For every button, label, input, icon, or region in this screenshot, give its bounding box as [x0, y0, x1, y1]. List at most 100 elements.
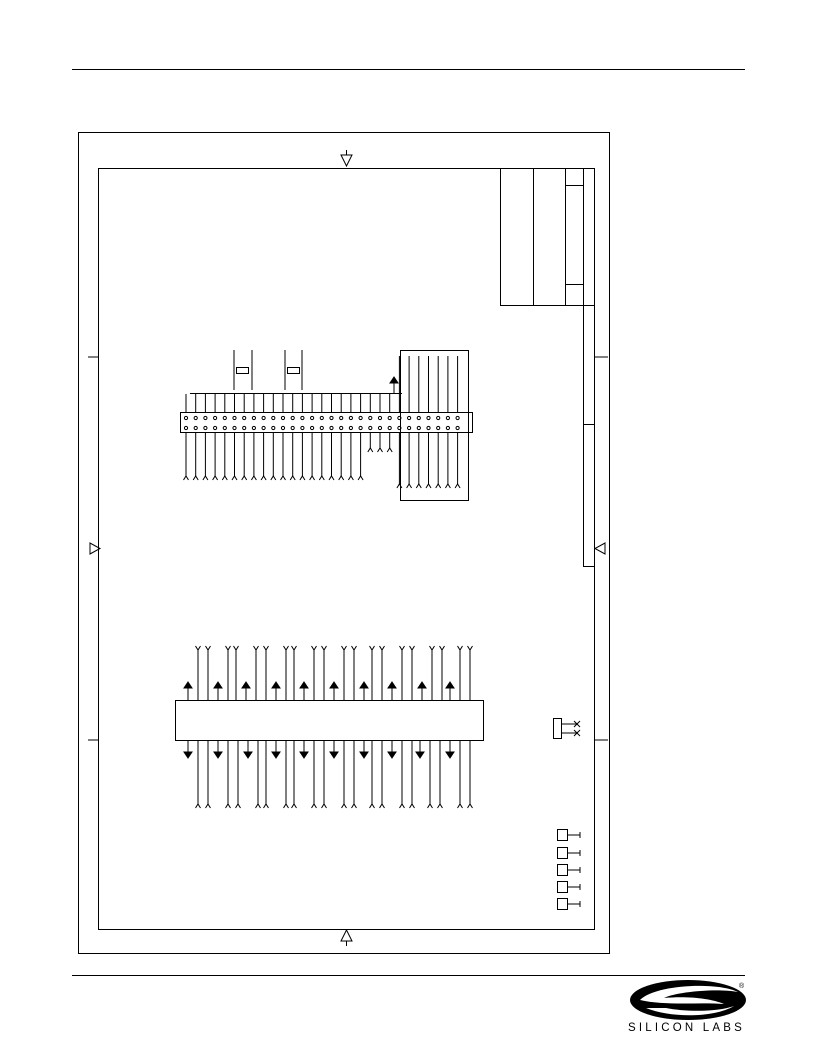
lower-pin-bottom	[387, 741, 397, 759]
lower-pin-top	[341, 645, 347, 700]
lower-pin-bottom	[329, 741, 339, 759]
lower-pin-bottom	[225, 741, 231, 809]
lower-pin-top	[271, 681, 281, 700]
lower-pin-top	[359, 681, 369, 700]
lower-pins	[183, 645, 473, 809]
lower-pin-bottom	[457, 741, 463, 809]
upper-pin	[406, 356, 413, 489]
lower-pin-top	[311, 645, 317, 700]
lower-pin-top	[379, 645, 385, 700]
upper-pin	[241, 394, 248, 481]
lower-pin-top	[409, 645, 415, 700]
lower-pin-top	[321, 645, 327, 700]
upper-pin	[221, 394, 228, 481]
lower-pin-top	[457, 645, 463, 700]
centering-arrows	[89, 150, 606, 946]
lower-pin-top	[417, 681, 427, 700]
upper-pin	[270, 394, 277, 481]
side-connector	[553, 718, 581, 739]
footer-rule	[72, 975, 745, 976]
lower-pin-bottom	[183, 741, 193, 759]
inner-frame	[98, 168, 595, 930]
zone-ticks	[88, 356, 608, 741]
lower-pin-top	[399, 645, 405, 700]
lower-pin-bottom	[213, 741, 223, 759]
lower-pin-top	[429, 645, 435, 700]
lower-pin-bottom	[379, 741, 385, 809]
lower-pin-top	[213, 681, 223, 700]
upper-pin	[367, 394, 374, 453]
upper-pin	[338, 394, 345, 481]
lower-pin-top	[467, 645, 473, 700]
upper-pin	[183, 394, 189, 481]
lower-pin-bottom	[311, 741, 317, 809]
lower-pin-bottom	[399, 741, 405, 809]
upper-pin	[328, 394, 335, 481]
upper-pin	[357, 394, 364, 481]
silicon-labs-logo-icon: ®	[630, 980, 746, 1020]
registered-mark: ®	[739, 982, 745, 990]
upper-pin	[299, 394, 306, 481]
lower-pin-top	[299, 681, 309, 700]
lower-pin-top	[387, 681, 397, 700]
lower-pin-top	[233, 645, 239, 700]
lower-pin-bottom	[205, 741, 211, 809]
lower-pin-bottom	[341, 741, 347, 809]
lower-pin-bottom	[415, 741, 425, 759]
upper-pin	[192, 394, 199, 481]
upper-pin	[386, 394, 393, 453]
lower-pin-bottom	[359, 741, 369, 759]
upper-pin	[435, 356, 442, 489]
upper-pin	[415, 356, 422, 489]
upper-jumpers	[190, 350, 469, 501]
upper-pin	[347, 394, 354, 481]
upper-pin	[425, 356, 432, 489]
header-rule	[72, 69, 745, 70]
outer-border	[78, 132, 610, 954]
lower-pin-top	[241, 681, 251, 700]
upper-pin	[250, 394, 257, 481]
upper-pins	[183, 356, 461, 489]
upper-pin	[444, 356, 451, 489]
lower-pin-top	[195, 645, 201, 700]
lower-pin-bottom	[263, 741, 269, 809]
lower-pin-top	[351, 645, 357, 700]
lower-pin-bottom	[291, 741, 297, 809]
upper-pin	[202, 394, 209, 481]
upper-pin	[260, 394, 267, 481]
lower-ic-body	[175, 700, 484, 741]
upper-pin	[212, 394, 219, 481]
lower-pin-bottom	[299, 741, 309, 759]
lower-pin-top	[283, 645, 289, 700]
lower-pin-top	[263, 645, 269, 700]
upper-pin	[377, 394, 383, 453]
upper-pin	[231, 394, 238, 481]
lower-pin-bottom	[195, 741, 201, 809]
lower-pin-top	[291, 645, 297, 700]
test-points	[557, 829, 581, 910]
test-point	[557, 898, 581, 910]
upper-pin	[280, 394, 286, 481]
upper-pin	[289, 394, 296, 481]
test-point	[557, 864, 581, 876]
upper-pin	[396, 356, 403, 489]
lower-pin-top	[205, 645, 211, 700]
lower-pin-bottom	[351, 741, 357, 809]
lower-pin-bottom	[437, 741, 443, 809]
lower-pin-bottom	[271, 741, 281, 759]
lower-pin-bottom	[255, 741, 261, 809]
lower-pin-bottom	[427, 741, 433, 809]
lower-pin-bottom	[445, 741, 455, 759]
lower-pin-bottom	[467, 741, 473, 809]
upper-pin	[309, 394, 316, 481]
test-point	[557, 881, 581, 893]
upper-pin	[454, 356, 461, 489]
upper-pin	[318, 394, 325, 481]
lower-pin-top	[439, 645, 445, 700]
lower-pin-top	[225, 645, 231, 700]
lower-pin-top	[445, 681, 455, 700]
lower-pin-top	[329, 681, 339, 700]
title-block	[500, 168, 595, 567]
lower-pin-bottom	[243, 741, 253, 759]
lower-pin-bottom	[321, 741, 327, 809]
